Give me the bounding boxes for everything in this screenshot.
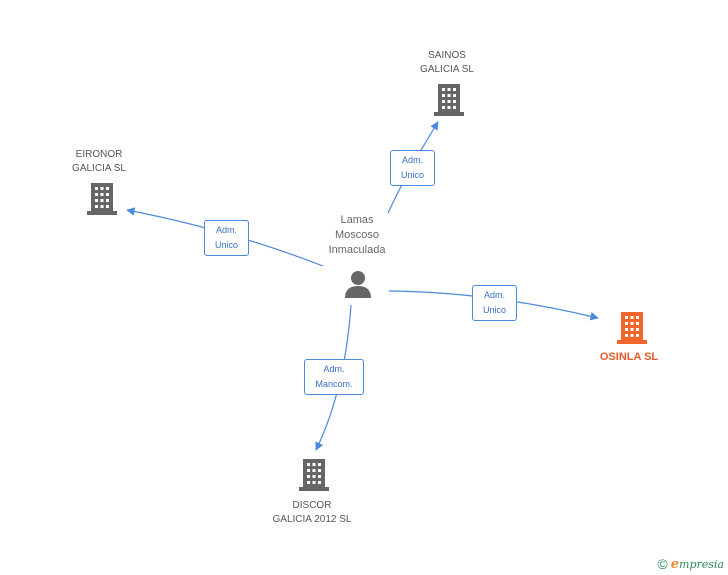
company-name-osinla[interactable]: OSINLA SL	[599, 351, 659, 363]
building-icon[interactable]	[434, 84, 464, 116]
brand-initial: e	[670, 556, 680, 572]
building-icon[interactable]	[617, 312, 647, 344]
relation-type: Unico	[400, 170, 424, 180]
relation-type: Unico	[214, 240, 238, 250]
relation-type: Unico	[482, 305, 506, 315]
person-icon[interactable]	[345, 271, 371, 298]
relation-label-sainos: Adm. Unico	[390, 150, 435, 186]
brand-rest: mpresia	[679, 557, 724, 571]
building-icon[interactable]	[299, 459, 329, 491]
copyright-icon: ©	[657, 556, 668, 572]
relation-role: Adm.	[215, 225, 237, 235]
relation-label-eironor: Adm. Unico	[204, 220, 249, 256]
company-name-sainos[interactable]: SAINOS GALICIA SL	[420, 50, 474, 75]
relation-type: Mancom.	[315, 379, 353, 389]
footer-brand: © empresia	[657, 556, 724, 572]
brand-logo[interactable]: empresia	[671, 557, 724, 572]
relation-label-discor: Adm. Mancom.	[304, 359, 364, 395]
company-name-eironor[interactable]: EIRONOR GALICIA SL	[72, 149, 126, 174]
relation-label-osinla: Adm. Unico	[472, 285, 517, 321]
relation-role: Adm.	[483, 290, 505, 300]
relation-role: Adm.	[323, 364, 345, 374]
relation-role: Adm.	[401, 155, 423, 165]
person-name[interactable]: Lamas Moscoso Inmaculada	[328, 214, 386, 256]
company-name-discor[interactable]: DISCOR GALICIA 2012 SL	[272, 500, 352, 525]
building-icon[interactable]	[87, 183, 117, 215]
